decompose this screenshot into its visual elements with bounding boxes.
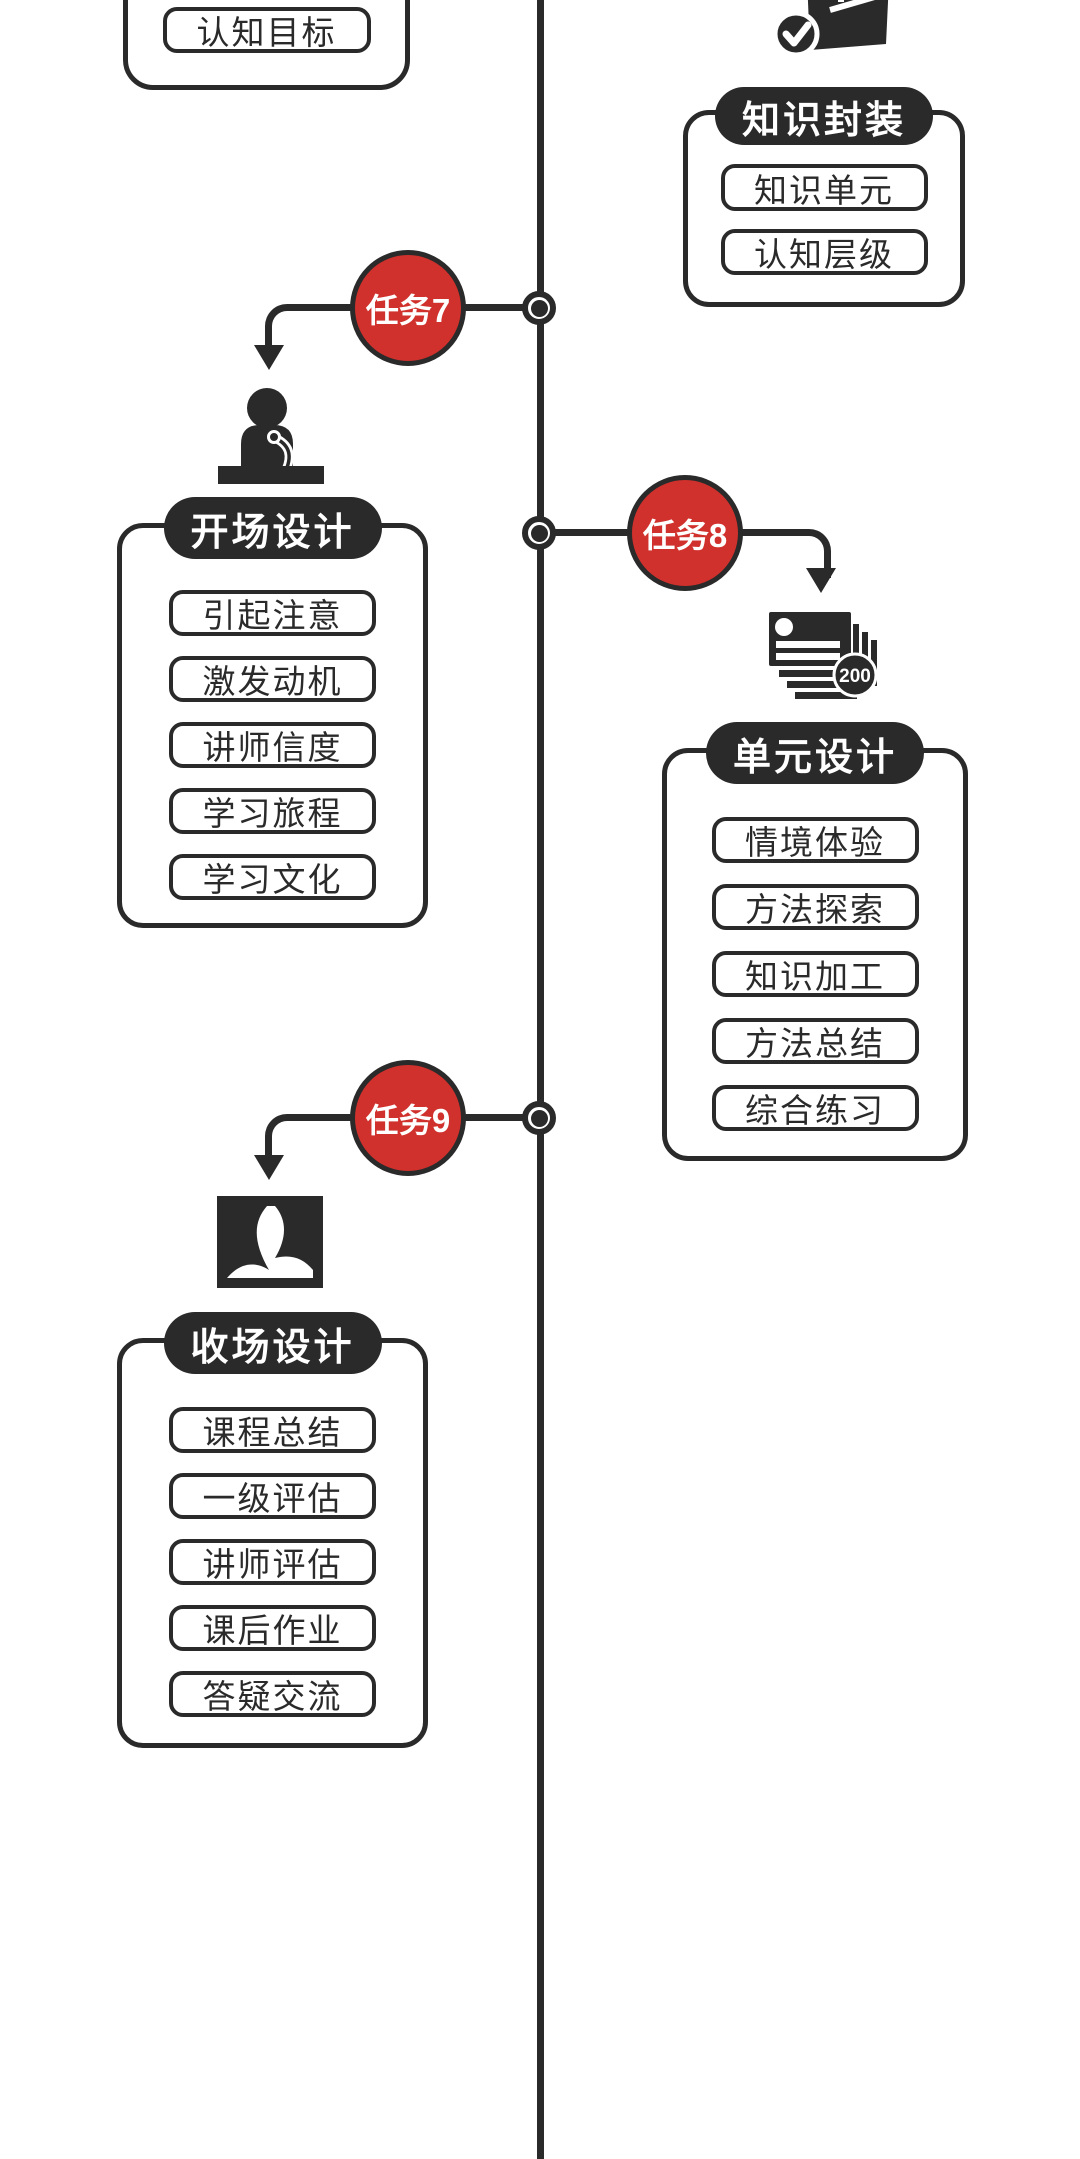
arrowhead-task9-icon: [254, 1155, 284, 1180]
list-item: 答疑交流: [169, 1671, 376, 1717]
task-badge-7: 任务7: [350, 250, 466, 366]
group-box-knowledge: 知识封装 知识单元 认知层级: [683, 87, 965, 307]
list-item: 方法探索: [711, 884, 919, 930]
list-item: 知识单元: [720, 164, 928, 211]
package-check-icon: [772, 0, 897, 64]
list-item: 综合练习: [711, 1085, 919, 1131]
list-item: 课后作业: [169, 1605, 376, 1651]
list-item: 一级评估: [169, 1473, 376, 1519]
list-item: 学习旅程: [169, 788, 376, 834]
timeline-line: [537, 0, 544, 2159]
timeline-node-dot: [530, 299, 548, 317]
speaker-podium-icon: [212, 382, 330, 484]
list-item: 激发动机: [169, 656, 376, 702]
list-item: 知识加工: [711, 951, 919, 997]
cards-stack-icon: 200: [765, 608, 879, 700]
group-box-opening: 开场设计 引起注意 激发动机 讲师信度 学习旅程 学习文化: [117, 497, 428, 928]
group-box-unit: 单元设计 情境体验 方法探索 知识加工 方法总结 综合练习: [662, 722, 968, 1161]
group-box-cognitive: 认知目标: [123, 0, 410, 90]
group-title-closing: 收场设计: [163, 1312, 382, 1374]
task-badge-7-label: 任务7: [365, 292, 451, 329]
timeline-node-dot: [530, 1109, 548, 1127]
list-item: 讲师评估: [169, 1539, 376, 1585]
list-item: 学习文化: [169, 854, 376, 900]
list-item: 讲师信度: [169, 722, 376, 768]
group-box-closing: 收场设计 课程总结 一级评估 讲师评估 课后作业 答疑交流: [117, 1312, 428, 1748]
timeline-node-8: [522, 516, 556, 550]
timeline-node-dot: [530, 524, 548, 542]
list-item: 认知目标: [162, 7, 371, 53]
curtain-icon: [217, 1196, 323, 1288]
task-badge-8-label: 任务8: [642, 517, 728, 554]
group-title-unit: 单元设计: [705, 722, 925, 784]
timeline-node-9: [522, 1101, 556, 1135]
list-item: 课程总结: [169, 1407, 376, 1453]
arrowhead-task7-icon: [254, 345, 284, 370]
task-badge-9-label: 任务9: [365, 1102, 451, 1139]
list-item: 情境体验: [711, 817, 919, 863]
task-badge-8: 任务8: [627, 475, 743, 591]
group-title-knowledge: 知识封装: [714, 87, 934, 145]
list-item: 方法总结: [711, 1018, 919, 1064]
badge-200: 200: [839, 666, 871, 687]
list-item: 认知层级: [720, 229, 928, 275]
timeline-node-7: [522, 291, 556, 325]
group-title-opening: 开场设计: [163, 497, 382, 559]
task-badge-9: 任务9: [350, 1060, 466, 1176]
arrowhead-task8-icon: [806, 568, 836, 593]
list-item: 引起注意: [169, 590, 376, 636]
